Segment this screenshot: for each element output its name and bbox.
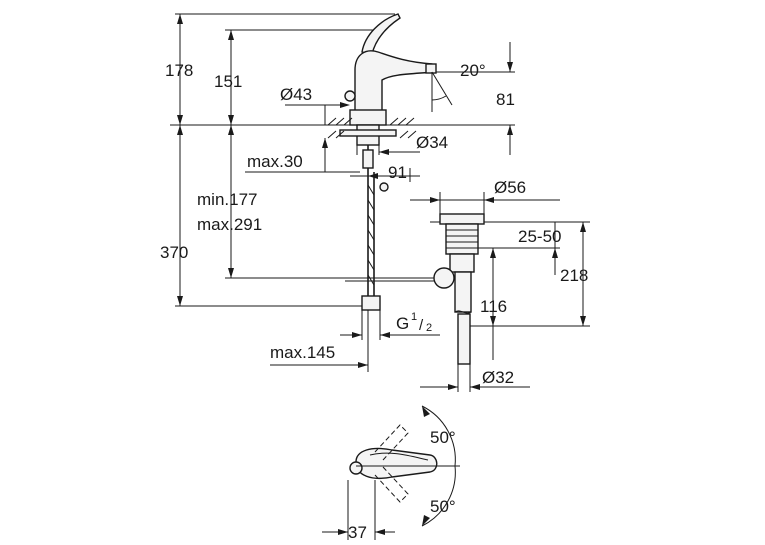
dimension-151 [228, 30, 234, 125]
faucet-side-view [339, 13, 440, 311]
label-116: 116 [480, 297, 507, 316]
label-g-slash: / [419, 317, 424, 334]
dimension-116: 116 [480, 248, 507, 360]
dimension-178 [177, 14, 183, 125]
label-g-sup: 1 [411, 311, 417, 323]
counter-hatch [327, 117, 417, 139]
dimension-g-half: G 1 / 2 [340, 310, 440, 340]
label-d34: Ø34 [416, 133, 448, 152]
angle-20: 20° [431, 61, 486, 112]
label-370: 370 [160, 243, 188, 262]
label-d43: Ø43 [280, 85, 312, 104]
label-151: 151 [214, 72, 242, 91]
label-max291: max.291 [197, 215, 262, 234]
dimension-37: 37 [322, 480, 395, 542]
label-max145: max.145 [270, 343, 335, 362]
label-50a: 50° [430, 428, 456, 447]
label-d56: Ø56 [494, 178, 526, 197]
dimension-370 [177, 125, 183, 306]
dimension-min-max [228, 125, 234, 278]
waste-valve [433, 213, 485, 365]
dimension-25-50: 25-50 [518, 222, 561, 275]
dimension-d56: Ø56 [410, 178, 560, 214]
faucet-top-view: 50° 50° [349, 405, 460, 527]
label-25-50: 25-50 [518, 227, 561, 246]
label-178: 178 [165, 61, 193, 80]
dimension-d32: Ø32 [420, 364, 530, 392]
label-218: 218 [560, 266, 588, 285]
label-min177: min.177 [197, 190, 257, 209]
label-g-sub: 2 [426, 322, 432, 334]
label-g: G [396, 314, 409, 333]
label-d32: Ø32 [482, 368, 514, 387]
label-50b: 50° [430, 497, 456, 516]
dimension-d34: Ø34 [356, 133, 448, 155]
label-max30: max.30 [247, 152, 303, 171]
dimension-81: 81 [436, 42, 515, 155]
dimension-91: 91 [350, 163, 420, 182]
dimension-218: 218 [560, 222, 588, 326]
dimension-max145: max.145 [270, 310, 369, 372]
dimension-max30: max.30 [245, 138, 360, 173]
label-20deg: 20° [460, 61, 486, 80]
label-81: 81 [496, 90, 515, 109]
dimension-d43: Ø43 [280, 85, 350, 125]
label-37: 37 [348, 523, 367, 542]
label-91: 91 [388, 163, 407, 182]
